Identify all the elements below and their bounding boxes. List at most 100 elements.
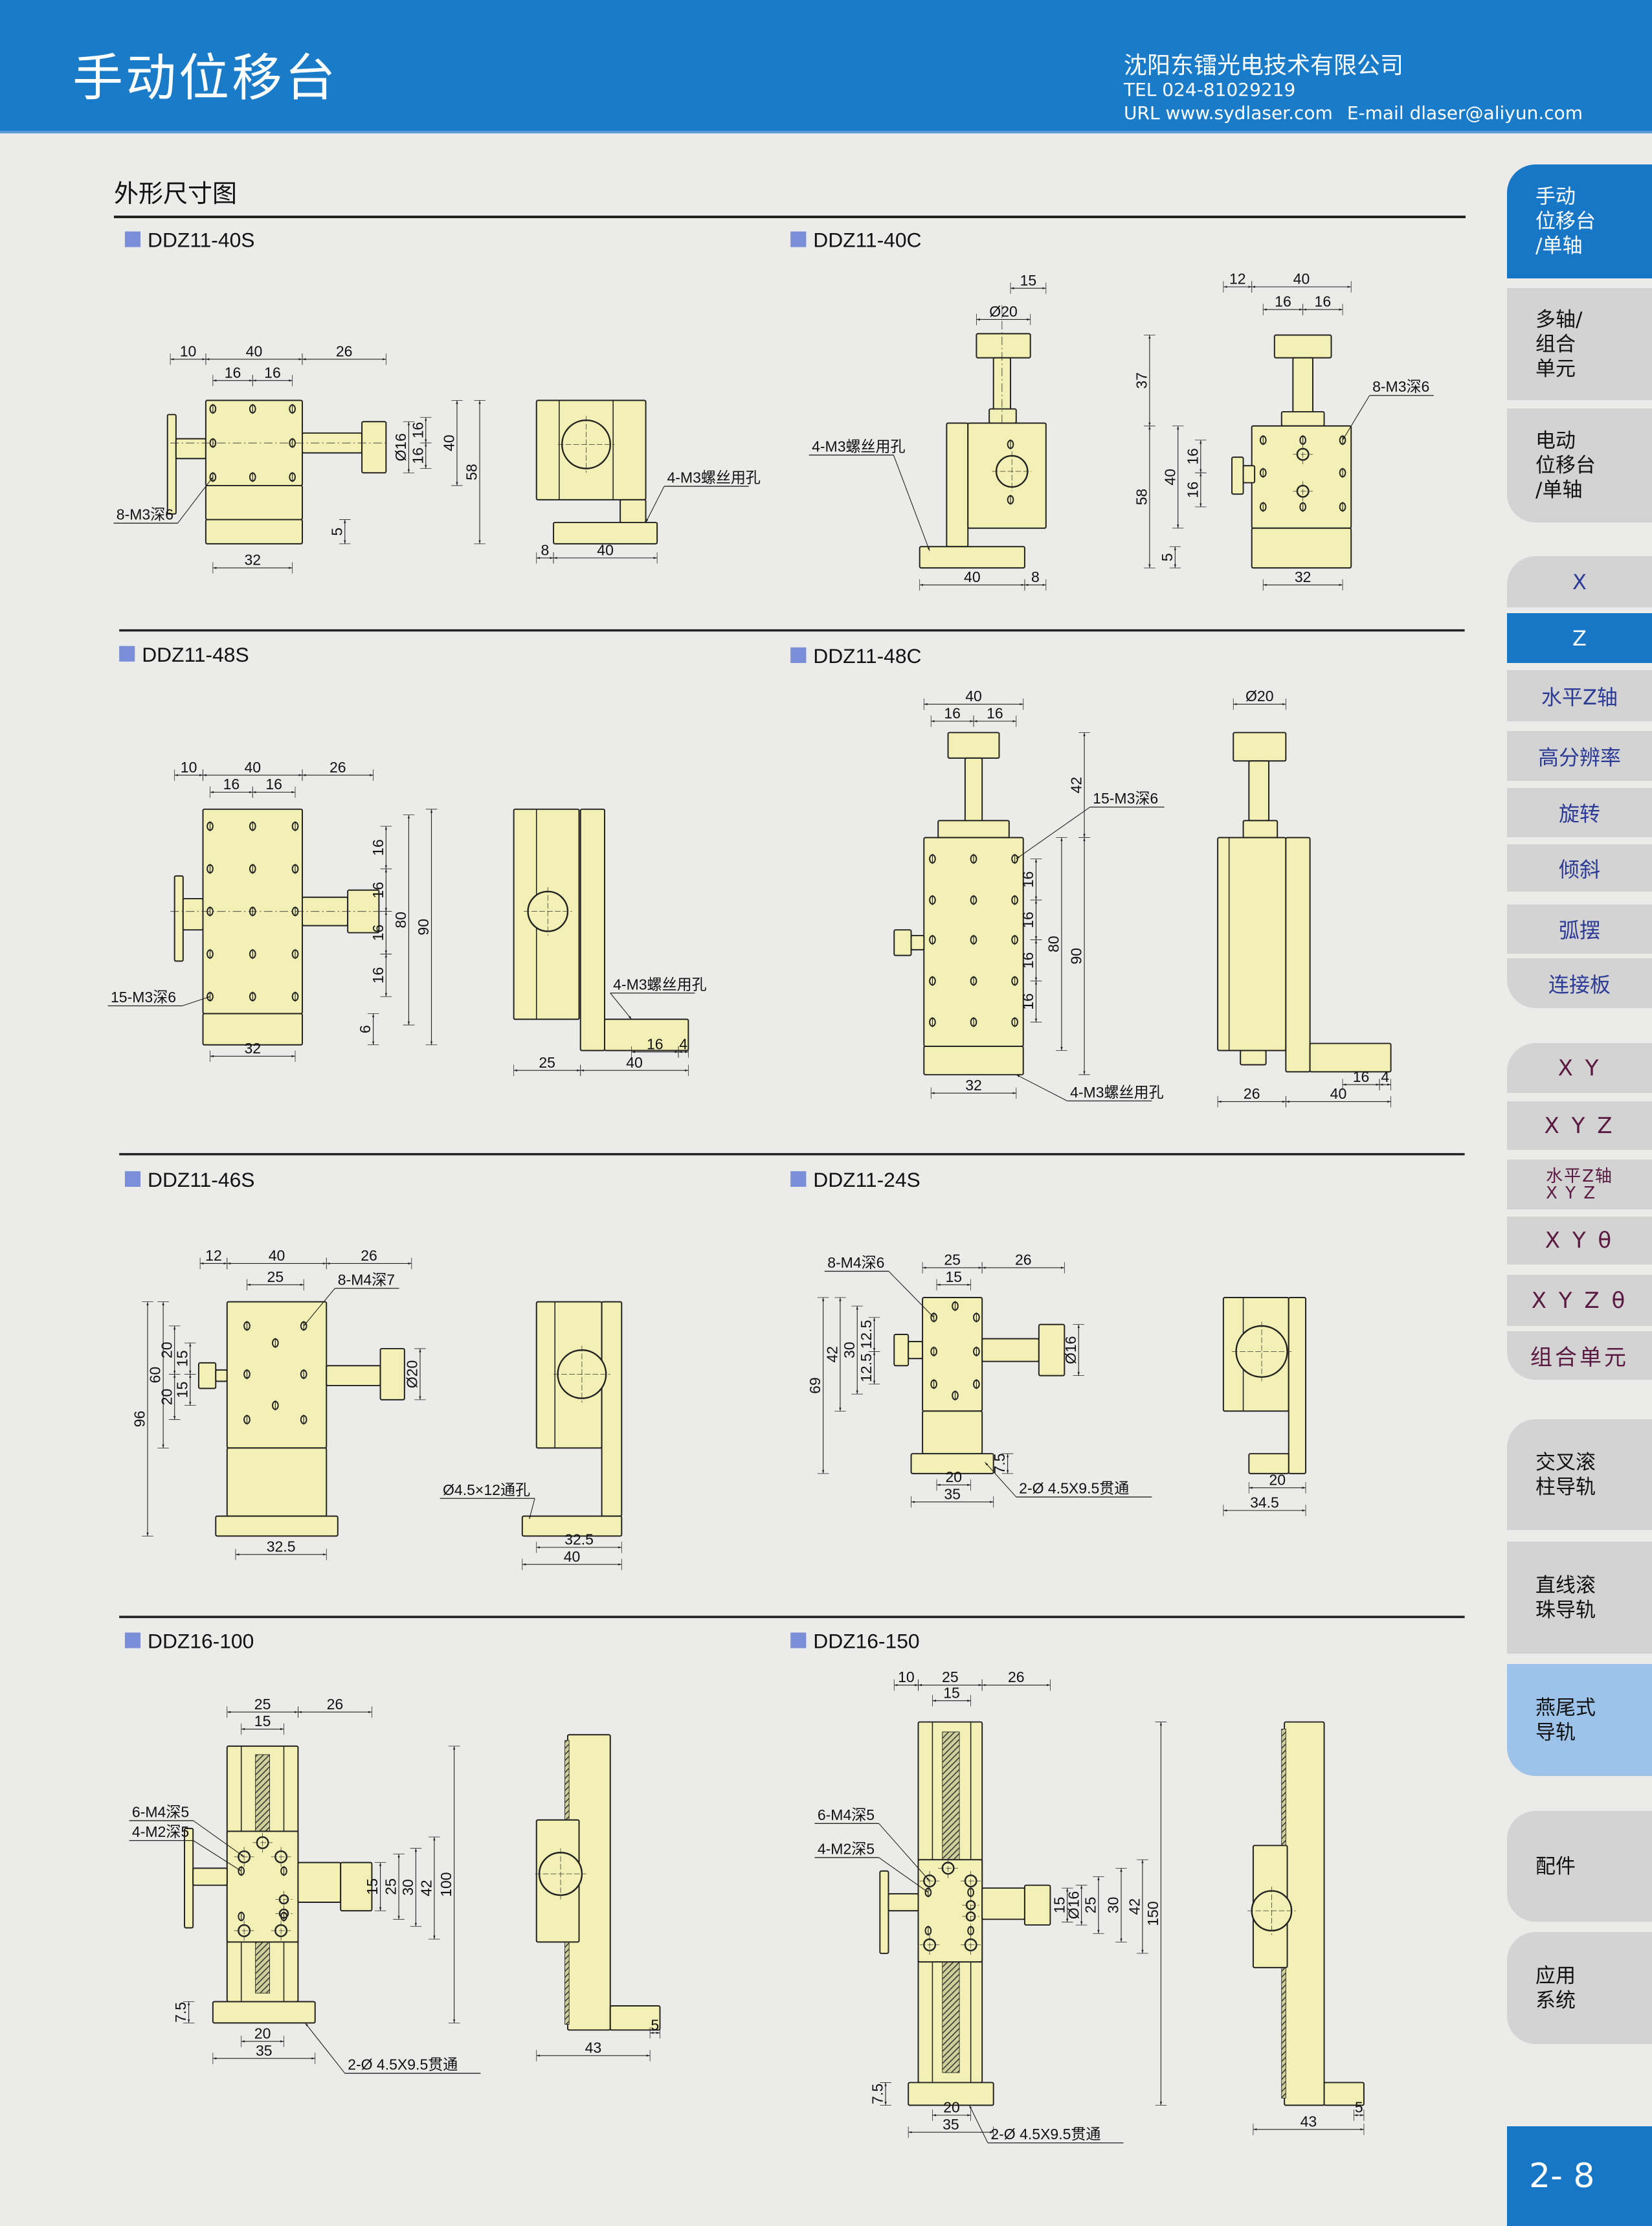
part-outline — [1251, 527, 1352, 569]
part-outline — [226, 1301, 328, 1449]
callout-note: 8-M4深7 — [338, 1271, 395, 1288]
sidebar-item-6[interactable]: 水平Z轴 — [1507, 670, 1652, 721]
part-outline — [887, 1893, 919, 1912]
dimension-label: 25 — [942, 1669, 959, 1685]
part-outline — [1248, 1453, 1289, 1474]
sidebar-item-9[interactable]: 倾斜 — [1507, 844, 1652, 892]
sidebar-item-12[interactable]: X Y — [1507, 1043, 1652, 1093]
dimension-label: 26 — [329, 759, 346, 776]
sidebar-item-11[interactable]: 连接板 — [1507, 958, 1652, 1008]
part-outline — [981, 1887, 1025, 1920]
dimension-label: 20 — [943, 2098, 960, 2115]
dimension-label: 8 — [1031, 568, 1040, 585]
company-email[interactable]: E-mail dlaser@aliyun.com — [1346, 102, 1583, 124]
dimension-label: 12.5 — [858, 1320, 875, 1349]
dimension-label: 26 — [361, 1247, 377, 1264]
dimension-label: 90 — [1068, 948, 1085, 965]
dimension-label: 32 — [244, 552, 261, 568]
part-outline — [1231, 456, 1244, 495]
part-outline — [215, 1515, 339, 1537]
dimension-label: 16 — [944, 705, 961, 722]
center-mark — [919, 1935, 940, 1955]
dimension-label: 34.5 — [1250, 1494, 1279, 1511]
dimension-label: 12 — [205, 1247, 222, 1264]
dimension-label: 26 — [1008, 1669, 1025, 1685]
part-outline — [166, 414, 177, 515]
part-outline — [620, 499, 647, 523]
dimension-label: 16 — [1020, 871, 1036, 888]
sidebar-item-19[interactable]: 直线滚 珠导轨 — [1507, 1542, 1652, 1654]
part-outline — [1242, 465, 1256, 484]
center-mark — [271, 1847, 291, 1867]
part-outline — [1248, 760, 1270, 822]
callout-leader — [304, 2023, 346, 2074]
section-divider — [114, 216, 1466, 218]
sidebar-item-5[interactable]: Z — [1507, 613, 1652, 663]
dimension-label: 4 — [1381, 1068, 1389, 1085]
sidebar-item-18[interactable]: 交叉滚 柱导轨 — [1507, 1419, 1652, 1530]
dimension-label: 32.5 — [564, 1531, 594, 1548]
dimension-label: 25 — [383, 1878, 399, 1895]
dimension-label: Ø20 — [1245, 688, 1274, 704]
sidebar-item-3[interactable]: 电动 位移台 /单轴 — [1507, 409, 1652, 523]
dimension-label: 5 — [328, 528, 345, 536]
part-outline — [212, 2001, 316, 2024]
callout-leader — [878, 1823, 930, 1882]
sidebar-item-7[interactable]: 高分辨率 — [1507, 731, 1652, 781]
part-outline — [910, 1453, 994, 1474]
dimension-label: 16 — [1315, 293, 1332, 310]
model-name: DDZ11-48C — [813, 644, 921, 668]
callout-leader — [878, 1857, 929, 1893]
part-outline — [923, 1045, 1024, 1075]
sidebar-item-1[interactable]: 手动 位移台 /单轴 — [1507, 164, 1652, 278]
sidebar-item-10[interactable]: 弧摆 — [1507, 905, 1652, 954]
company-tel: TEL 024-81029219 — [1124, 79, 1296, 100]
dimension-label: 40 — [964, 568, 981, 585]
sidebar-item-13[interactable]: X Y Z — [1507, 1101, 1652, 1150]
part-outline — [1280, 410, 1325, 427]
section-title: 外形尺寸图 — [114, 179, 238, 208]
dimension-label: 32 — [965, 1077, 982, 1094]
callout-note: 2-Ø 4.5X9.5贯通 — [990, 2126, 1100, 2142]
dimension-label: 40 — [1330, 1085, 1347, 1102]
sidebar-item-8[interactable]: 旋转 — [1507, 788, 1652, 837]
dimension-label: 6 — [357, 1025, 374, 1033]
sidebar-item-16[interactable]: X Y Z θ — [1507, 1275, 1652, 1326]
callout-note: 15-M3深6 — [1093, 790, 1158, 807]
part-outline — [202, 1013, 303, 1046]
dimension-label: 7.5 — [172, 2002, 189, 2023]
dimension-label: 35 — [943, 2116, 959, 2133]
dimension-label: 16 — [409, 422, 426, 439]
dimension-label: 30 — [399, 1879, 416, 1896]
callout-leader — [529, 1498, 535, 1520]
sidebar-item-15[interactable]: X Y θ — [1507, 1217, 1652, 1265]
dimension-label: 40 — [1293, 271, 1310, 287]
dimension-label: 32.5 — [267, 1538, 296, 1555]
dimension-label: 37 — [1133, 372, 1150, 389]
dimension-label: 40 — [244, 759, 261, 776]
sidebar-item-22[interactable]: 应用 系统 — [1507, 1932, 1652, 2044]
dimension-label: 26 — [327, 1696, 344, 1713]
sidebar-item-20[interactable]: 燕尾式 导轨 — [1507, 1664, 1652, 1776]
part-outline — [553, 521, 658, 545]
company-url[interactable]: URL www.sydlaser.com — [1124, 102, 1333, 124]
dimension-label: 58 — [1133, 489, 1150, 506]
callout-leader — [610, 993, 632, 1020]
dimension-label: 16 — [225, 364, 241, 381]
dimension-label: 60 — [147, 1367, 164, 1384]
sidebar-item-14[interactable]: 水平Z轴 X Y Z — [1507, 1160, 1652, 1209]
dimension-label: 25 — [539, 1054, 555, 1071]
callout-leader — [1016, 1074, 1067, 1101]
sidebar-item-2[interactable]: 多轴/ 组合 单元 — [1507, 288, 1652, 400]
part-outline — [182, 897, 204, 931]
dimension-label: 16 — [1275, 293, 1291, 310]
dimension-label: 15 — [173, 1350, 190, 1367]
sidebar-item-21[interactable]: 配件 — [1507, 1811, 1652, 1922]
model-marker-icon — [119, 646, 135, 662]
sidebar-item-17[interactable]: 组合单元 — [1507, 1331, 1652, 1380]
dimension-label: 16 — [1353, 1068, 1370, 1085]
sidebar-item-4[interactable]: X — [1507, 556, 1652, 607]
part-outline — [1309, 1042, 1392, 1073]
